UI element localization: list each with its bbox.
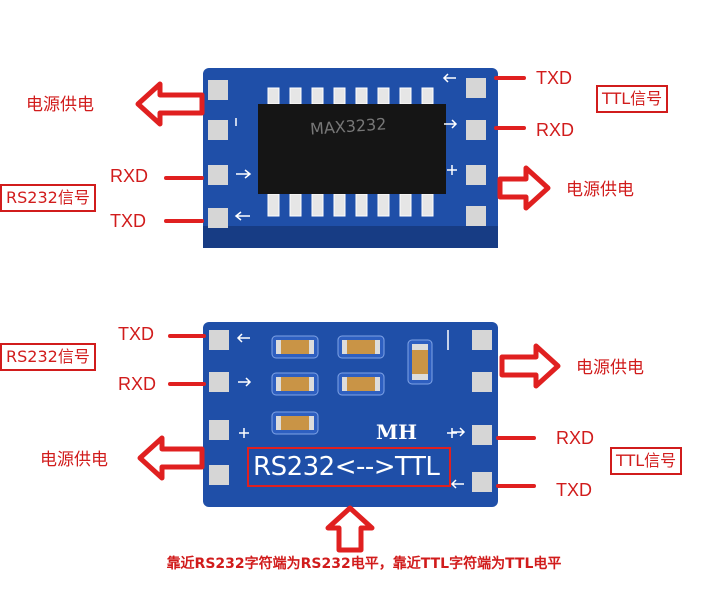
top-pad-left-2 <box>208 120 228 140</box>
top-pcb-board <box>203 68 498 248</box>
bottom-pad-right-1 <box>472 330 492 350</box>
top-rs232-txd-line <box>164 219 204 223</box>
silkscreen-text: RS232<-->TTL <box>253 452 440 482</box>
board-logo: MH <box>376 420 418 444</box>
top-pad-left-4 <box>208 208 228 228</box>
top-ttl-rxd-label: RXD <box>536 120 575 140</box>
top-right-power-arrow <box>497 165 551 211</box>
bottom-rs232-txd-line <box>168 334 206 338</box>
top-pad-right-4 <box>466 206 486 226</box>
max3232-chip <box>258 104 446 194</box>
bottom-power-left-label: 电源供电 <box>40 450 108 470</box>
bottom-pad-right-4 <box>472 472 492 492</box>
top-pad-left-1 <box>208 80 228 100</box>
bottom-ttl-rxd-line <box>496 436 536 440</box>
bottom-rs232-rxd-line <box>168 382 206 386</box>
top-pad-right-2 <box>466 120 486 140</box>
top-rs232-signal-box: RS232信号 <box>0 184 96 212</box>
top-pad-right-1 <box>466 78 486 98</box>
top-ttl-rxd-line <box>494 126 526 130</box>
top-ttl-txd-label: TXD <box>536 68 572 88</box>
bottom-pad-left-2 <box>209 372 229 392</box>
bottom-ttl-rxd-label: RXD <box>556 428 595 448</box>
top-pad-right-3 <box>466 165 486 185</box>
top-pad-left-3 <box>208 165 228 185</box>
silkscreen-highlight-box <box>247 447 451 487</box>
top-ttl-txd-line <box>494 76 526 80</box>
top-rs232-rxd-line <box>164 176 204 180</box>
top-rs232-txd-label: TXD <box>110 211 146 231</box>
bottom-power-right-label: 电源供电 <box>576 358 644 378</box>
bottom-rs232-rxd-label: RXD <box>118 374 157 394</box>
up-arrow <box>325 505 375 553</box>
bottom-ttl-signal-box: TTL信号 <box>610 447 683 475</box>
bottom-caption: 靠近RS232字符端为RS232电平，靠近TTL字符端为TTL电平 <box>166 556 562 572</box>
bottom-pad-left-1 <box>209 330 229 350</box>
bottom-pad-left-4 <box>209 465 229 485</box>
top-power-left-label: 电源供电 <box>26 95 94 115</box>
capacitors <box>271 335 433 435</box>
bottom-left-power-arrow <box>137 435 205 481</box>
top-rs232-rxd-label: RXD <box>110 166 149 186</box>
bottom-pcb-board <box>203 322 498 507</box>
top-left-power-arrow <box>135 81 205 127</box>
bottom-right-power-arrow <box>499 343 561 389</box>
bottom-ttl-txd-label: TXD <box>556 480 592 500</box>
bottom-pad-right-2 <box>472 372 492 392</box>
bottom-rs232-txd-label: TXD <box>118 324 154 344</box>
top-ttl-signal-box: TTL信号 <box>596 85 669 113</box>
top-power-right-label: 电源供电 <box>566 180 634 200</box>
bottom-rs232-signal-box: RS232信号 <box>0 343 96 371</box>
bottom-pad-right-3 <box>472 425 492 445</box>
bottom-pad-left-3 <box>209 420 229 440</box>
bottom-ttl-txd-line <box>496 484 536 488</box>
